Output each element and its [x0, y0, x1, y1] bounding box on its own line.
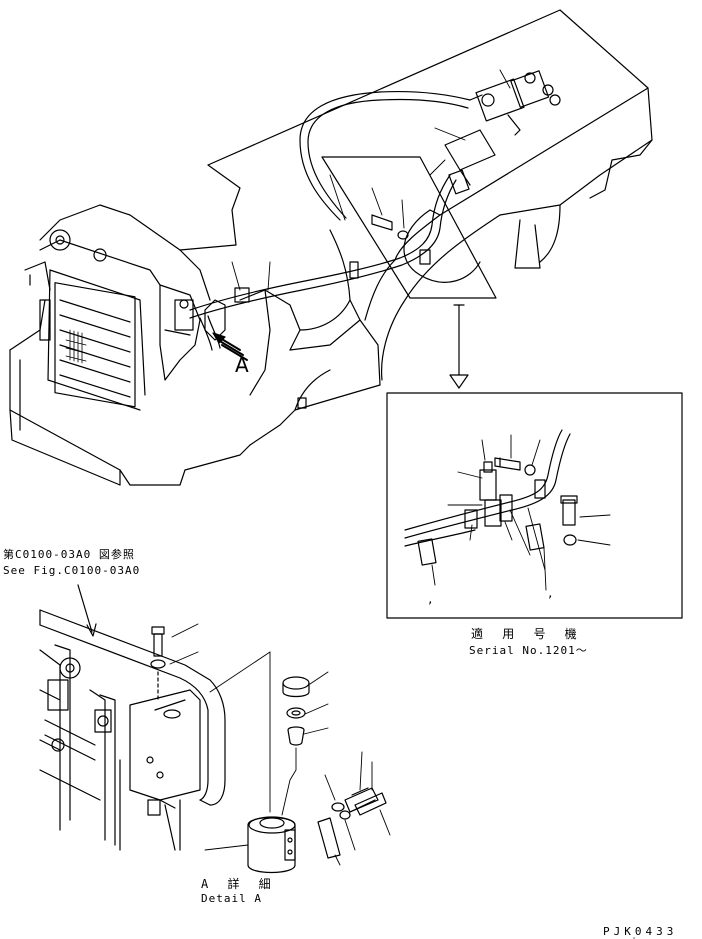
reference-label-jp: 第C0100-03A0 図参照 [3, 548, 135, 561]
detail-a-drawing [40, 585, 390, 873]
radiator-unit [25, 230, 200, 410]
comma-mark: , [427, 593, 435, 606]
serial-label-en: Serial No.1201～ [469, 644, 588, 657]
callout-triangle [322, 157, 496, 388]
leader-lines-upper [232, 70, 510, 290]
serial-label-jp: 適 用 号 機 [471, 627, 583, 641]
reference-label-en: See Fig.C0100-03A0 [3, 564, 141, 577]
view-marker-a: A [235, 353, 249, 377]
machine-frame [10, 10, 652, 485]
hose-route [190, 71, 560, 350]
drawing-code: PJK0433 [603, 925, 678, 938]
detail-a-label-en: Detail A [201, 892, 262, 905]
serial-detail-box [387, 393, 682, 618]
comma-mark: , [547, 587, 555, 600]
view-arrow-a [213, 333, 247, 360]
detail-a-label-jp: A 詳 細 [201, 877, 277, 891]
